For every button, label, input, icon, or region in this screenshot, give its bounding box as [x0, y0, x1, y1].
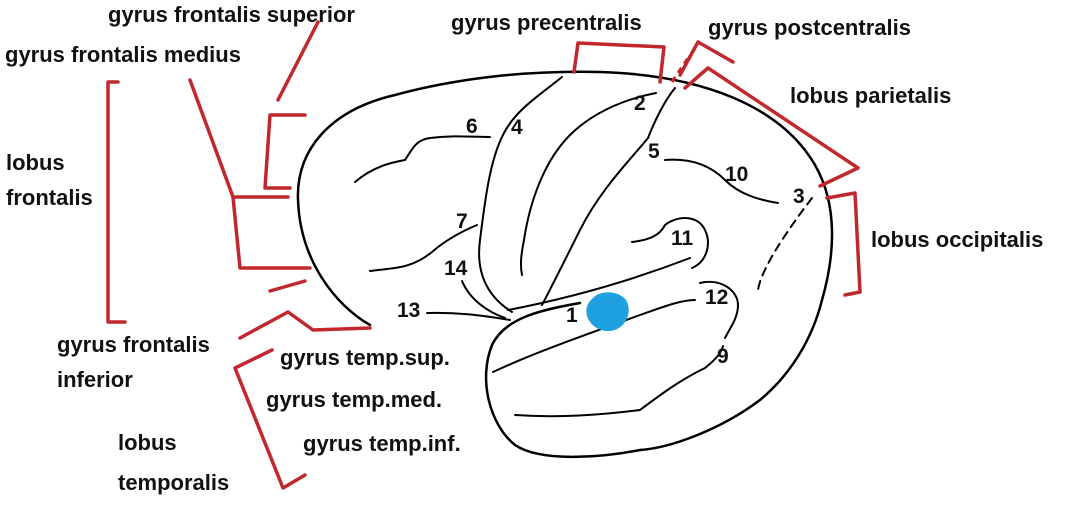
opercular-branch-left: [426, 311, 511, 321]
lobus-occipitalis-bracket: [825, 191, 862, 297]
label-gyrus-temp-inf: gyrus temp.inf.: [303, 431, 461, 456]
label-gyrus-frontalis-superior: gyrus frontalis superior: [108, 2, 355, 27]
region-labels: gyrus frontalis superior gyrus frontalis…: [5, 2, 1043, 495]
lobus-temporalis-bracket: [233, 348, 307, 490]
number-5: 5: [648, 140, 660, 163]
label-lobus-parietalis: lobus parietalis: [790, 83, 951, 108]
number-3: 3: [793, 185, 805, 208]
number-9: 9: [717, 345, 729, 368]
number-6: 6: [466, 115, 478, 138]
number-13: 13: [397, 299, 420, 322]
temporal-lobe-outline: [484, 301, 642, 459]
lateral-sulcus: [507, 257, 691, 311]
number-2: 2: [634, 92, 646, 115]
lobus-parietalis-bracket: [683, 66, 860, 188]
parieto-occipital-sulcus: [757, 197, 813, 293]
insula-loop: [631, 217, 709, 269]
brain-outline: [296, 70, 834, 459]
label-gyrus-frontalis-medius: gyrus frontalis medius: [5, 42, 241, 67]
label-gyrus-frontalis-inferior-2: inferior: [57, 367, 133, 392]
label-gyrus-frontalis-inferior-1: gyrus frontalis: [57, 332, 210, 357]
cerebrum-outline: [296, 70, 834, 452]
postcentral-dash: [670, 54, 692, 83]
label-lobus-temporalis-1: lobus: [118, 430, 177, 455]
supramarginal-curve: [699, 280, 739, 339]
label-gyrus-temp-med: gyrus temp.med.: [266, 387, 442, 412]
gyrus-precentralis-bracket: [572, 41, 666, 84]
number-11: 11: [671, 227, 694, 250]
gyrus-frontalis-medius-leader: [188, 78, 235, 199]
sulcus-numbers: 1 2 3 4 5 6 7 9 10 11 12 13 14: [397, 92, 805, 368]
lobus-frontalis-bracket: [106, 80, 127, 324]
gyrus-postcentralis-bracket: [678, 40, 735, 77]
gyrus-frontalis-medius-bracket: [231, 195, 312, 270]
number-14: 14: [444, 257, 468, 280]
label-gyrus-precentralis: gyrus precentralis: [451, 10, 642, 35]
number-10: 10: [725, 163, 748, 186]
number-7: 7: [456, 210, 468, 233]
precentral-sulcus: [478, 76, 563, 313]
postcentral-sulcus: [541, 87, 676, 306]
inferior-temporal-sulcus: [514, 345, 724, 418]
sulci: [354, 76, 813, 418]
opercular-branch-mid: [461, 280, 506, 319]
number-12: 12: [705, 286, 728, 309]
gyrus-frontalis-inferior-bracket: [238, 279, 372, 340]
label-gyrus-temp-sup: gyrus temp.sup.: [280, 345, 450, 370]
intraparietal-sulcus: [664, 158, 779, 204]
blue-marker-blob: [586, 292, 629, 332]
label-lobus-frontalis-2: frontalis: [6, 185, 93, 210]
number-4: 4: [511, 116, 523, 139]
brackets: [106, 20, 862, 490]
label-lobus-temporalis-2: temporalis: [118, 470, 229, 495]
inferior-frontal-sulcus: [369, 224, 478, 272]
label-lobus-frontalis-1: lobus: [6, 150, 65, 175]
number-1: 1: [566, 304, 578, 327]
gyrus-frontalis-superior-leader: [276, 20, 320, 102]
gyrus-frontalis-superior-bracket: [263, 113, 307, 190]
insula-marker: [586, 292, 629, 332]
superior-frontal-sulcus: [354, 135, 491, 183]
label-gyrus-postcentralis: gyrus postcentralis: [708, 15, 911, 40]
central-sulcus: [519, 92, 657, 276]
label-lobus-occipitalis: lobus occipitalis: [871, 227, 1043, 252]
